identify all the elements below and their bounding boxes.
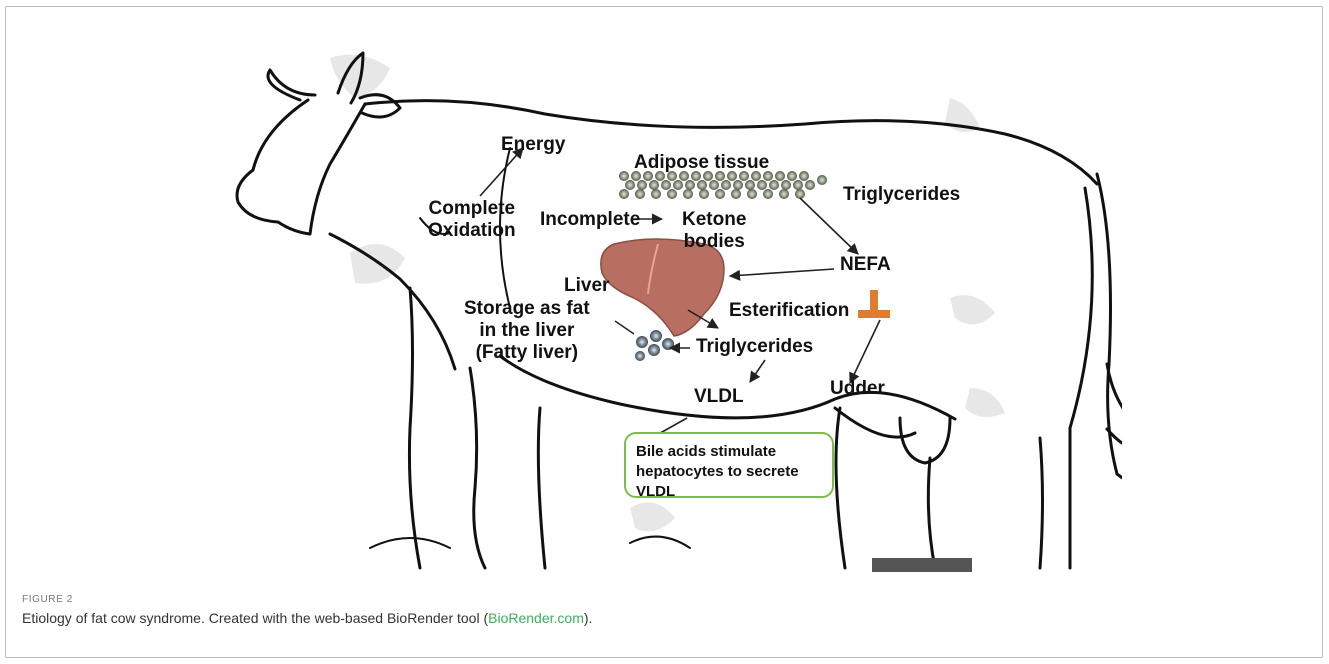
incomplete-label: Incomplete bbox=[540, 209, 640, 231]
fat-cow-diagram: Energy Adipose tissue Triglycerides Comp… bbox=[210, 38, 1122, 573]
esterification-label: Esterification bbox=[729, 300, 849, 322]
figure-caption: Etiology of fat cow syndrome. Created wi… bbox=[22, 610, 592, 626]
complete-oxidation-label: Complete Oxidation bbox=[428, 198, 516, 242]
arrow-adipose-nefa bbox=[800, 198, 858, 254]
figure-number: FIGURE 2 bbox=[22, 594, 73, 605]
storage-fat-label: Storage as fat in the liver (Fatty liver… bbox=[464, 298, 590, 364]
vldl-label: VLDL bbox=[694, 386, 744, 408]
biorender-link[interactable]: BioRender.com bbox=[488, 610, 584, 626]
triglycerides-liver-label: Triglycerides bbox=[696, 336, 813, 358]
adipose-tissue-label: Adipose tissue bbox=[634, 152, 769, 174]
inhibitor-icon bbox=[858, 290, 890, 318]
fatty-liver-cells bbox=[635, 330, 674, 361]
caption-end: ). bbox=[584, 610, 593, 626]
arrow-nefa-liver bbox=[730, 269, 834, 276]
ketone-bodies-label: Ketone bodies bbox=[682, 209, 746, 253]
adipose-cells bbox=[619, 171, 827, 199]
arrow-triglycerides-vldl bbox=[750, 360, 765, 382]
bile-acids-box: Bile acids stimulate hepatocytes to secr… bbox=[624, 432, 834, 498]
caption-text: Etiology of fat cow syndrome. Created wi… bbox=[22, 610, 488, 626]
nefa-label: NEFA bbox=[840, 254, 891, 276]
scale-bar bbox=[872, 558, 972, 572]
udder-label: Udder bbox=[830, 378, 885, 400]
arrow-nefa-udder bbox=[850, 320, 880, 383]
triglycerides-body-label: Triglycerides bbox=[843, 184, 960, 206]
energy-label: Energy bbox=[501, 134, 565, 156]
liver-label: Liver bbox=[564, 275, 609, 297]
